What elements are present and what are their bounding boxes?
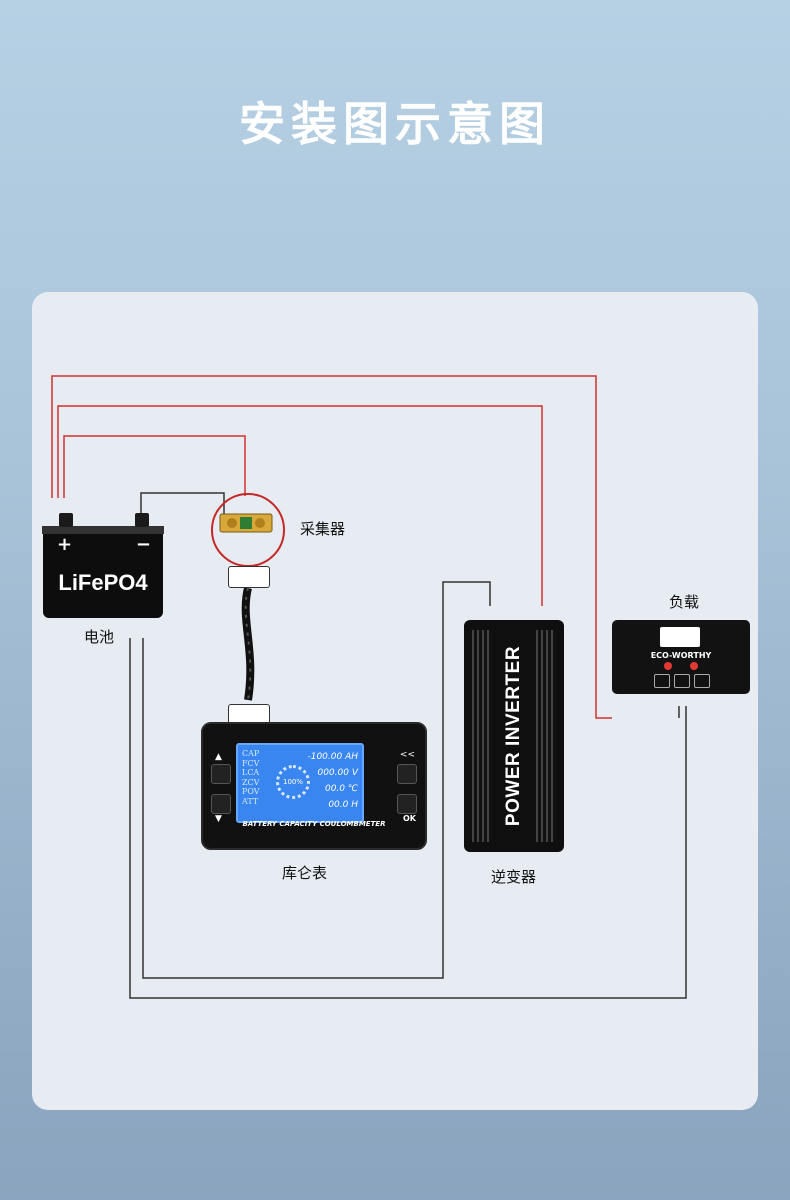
power-inverter: POWER INVERTER xyxy=(464,620,564,852)
lcd-row: FCV xyxy=(242,758,260,768)
meter-lcd: CAP FCV LCA ZCV POV ATT 100% -100.00 AH … xyxy=(236,743,364,823)
meter-caption: BATTERY CAPACITY COULOMBMETER xyxy=(242,820,386,828)
collector-highlight xyxy=(211,493,285,567)
lcd-row: CAP xyxy=(242,749,260,758)
meter-up-button[interactable] xyxy=(211,764,231,784)
wire-negative-inverter xyxy=(142,581,491,979)
load-device: ECO-WORTHY xyxy=(612,620,750,694)
inverter-text: POWER INVERTER xyxy=(503,645,524,827)
lcd-value: 00.0 ℃ xyxy=(324,784,358,794)
lcd-row: ATT xyxy=(242,796,259,806)
page-title: 安装图示意图 xyxy=(239,97,551,151)
wire-positive-inverter xyxy=(57,405,543,606)
battery: + − LiFePO4 xyxy=(42,513,164,618)
load-brand: ECO-WORTHY xyxy=(650,651,712,660)
load-display xyxy=(660,627,700,647)
minus-symbol: − xyxy=(135,534,151,555)
terminal-icon xyxy=(674,674,690,688)
terminal-icon xyxy=(654,674,670,688)
lcd-row: LCA xyxy=(242,768,260,777)
battery-type: LiFePO4 xyxy=(58,570,148,595)
led-icon xyxy=(664,662,672,670)
lcd-value: -100.00 AH xyxy=(307,752,358,762)
lcd-value: 000.00 V xyxy=(317,768,358,778)
led-icon xyxy=(690,662,698,670)
lcd-capacity-ring: 100% xyxy=(276,765,310,799)
meter-ok-button[interactable] xyxy=(397,794,417,814)
ok-label: OK xyxy=(403,814,416,823)
plus-symbol: + xyxy=(57,534,73,555)
wire-positive-load xyxy=(51,375,612,719)
meter-back-button[interactable] xyxy=(397,764,417,784)
battery-positive-terminal xyxy=(59,513,73,527)
lcd-row: POV xyxy=(242,787,260,796)
wire-positive-collector xyxy=(63,435,246,498)
wire-negative-collector xyxy=(140,492,225,515)
meter-label: 库仑表 xyxy=(282,864,328,882)
collector-connector xyxy=(228,566,270,588)
terminal-icon xyxy=(694,674,710,688)
lcd-row: ZCV xyxy=(242,777,260,787)
up-arrow-icon: ▲ xyxy=(215,752,222,762)
coulomb-meter: << OK ▲ ▼ CAP FCV LCA ZCV POV ATT 100% -… xyxy=(201,722,427,850)
diagram-panel xyxy=(32,292,758,1110)
inverter-label: 逆变器 xyxy=(491,868,537,886)
wire-negative-load xyxy=(129,638,687,999)
battery-negative-terminal xyxy=(135,513,149,527)
lcd-value: 00.0 H xyxy=(328,800,358,810)
down-arrow-icon: ▼ xyxy=(215,814,222,824)
back-label: << xyxy=(399,750,415,760)
battery-label: 电池 xyxy=(84,628,115,646)
collector-label: 采集器 xyxy=(300,520,346,538)
meter-down-button[interactable] xyxy=(211,794,231,814)
load-label: 负载 xyxy=(669,593,700,611)
